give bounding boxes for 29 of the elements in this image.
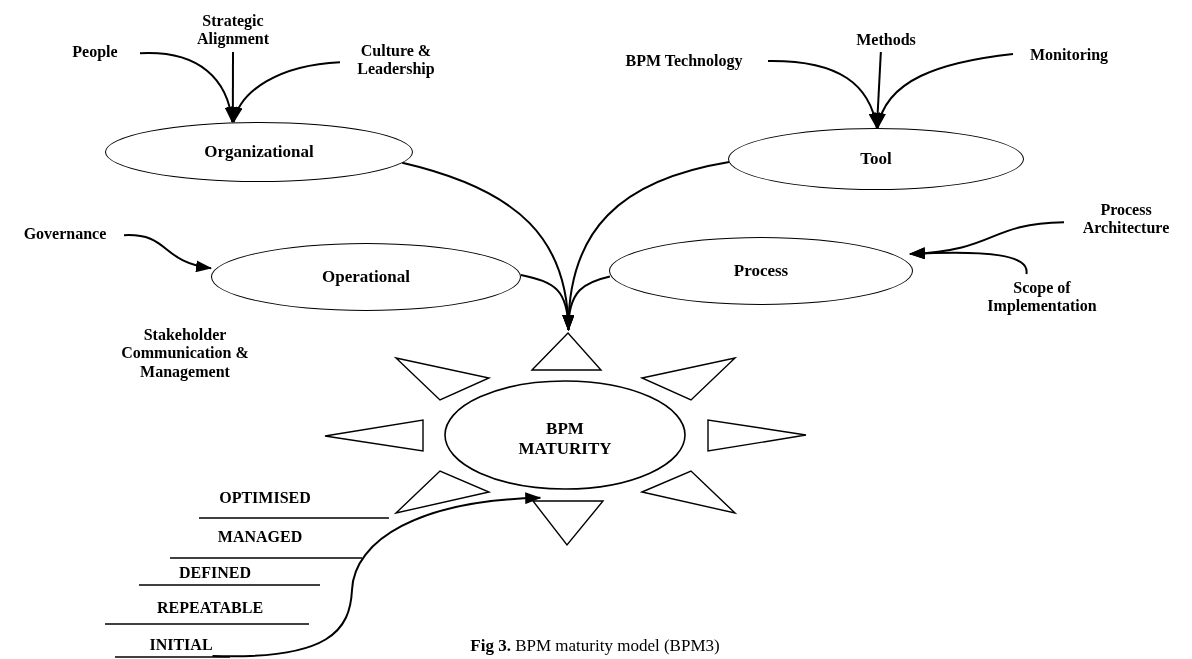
text-label: Stakeholder Communication & Management: [120, 326, 250, 382]
arrow: [767, 60, 880, 129]
ellipse-node: Organizational: [105, 122, 413, 182]
arrow: [232, 61, 341, 123]
text-label: INITIAL: [136, 634, 226, 656]
text-label: Scope of Implementation: [964, 274, 1120, 320]
text-label: Strategic Alignment: [178, 8, 288, 52]
text-label: Governance: [6, 222, 124, 246]
ellipse-node: Operational: [211, 243, 521, 311]
text-label: Process Architecture: [1064, 196, 1188, 242]
text-label: People: [50, 40, 140, 64]
node-label: BPM MATURITY: [517, 419, 613, 459]
arrow: [139, 52, 236, 123]
arrow: [562, 275, 611, 331]
text-label: Monitoring: [1013, 42, 1125, 68]
text-label: BPM Technology: [600, 48, 768, 74]
text-label: DEFINED: [178, 564, 252, 583]
arrow: [908, 247, 1028, 275]
text-label: OPTIMISED: [218, 489, 312, 508]
caption: Fig 3. BPM maturity model (BPM3): [469, 636, 721, 656]
text-label: MANAGED: [216, 528, 304, 547]
arrow: [875, 52, 1014, 129]
text-label: Methods: [843, 28, 929, 52]
ellipse-node: Process: [609, 237, 913, 305]
ellipse-node: Tool: [728, 128, 1024, 190]
arrow: [123, 234, 212, 272]
arrow: [211, 492, 542, 658]
text-label: Culture & Leadership: [340, 38, 452, 82]
text-label: REPEATABLE: [155, 599, 265, 618]
